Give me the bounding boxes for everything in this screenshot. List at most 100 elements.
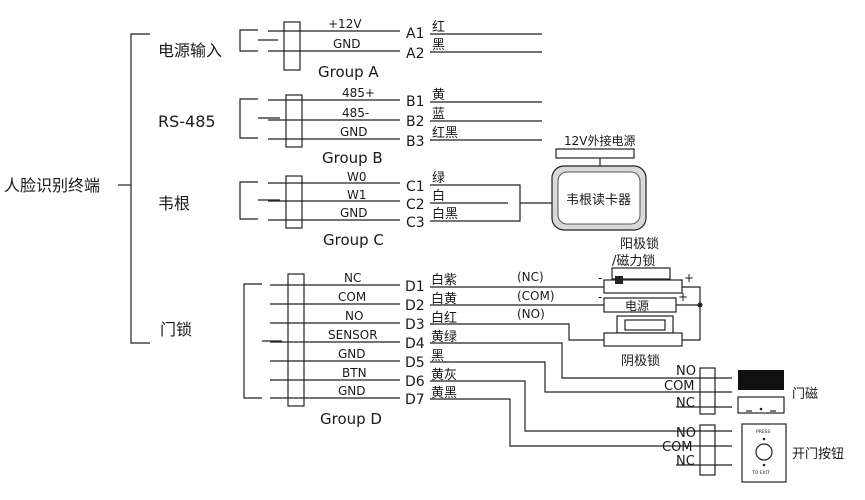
- svg-text:-: -: [598, 290, 602, 304]
- lock-return-bus: [682, 286, 701, 341]
- door-magnet-label: 门磁: [792, 387, 818, 402]
- contact-com: (COM): [517, 289, 555, 303]
- group-c-title: Group C: [323, 231, 384, 249]
- svg-text:-: -: [598, 271, 602, 285]
- signal-d7: GND: [338, 384, 366, 398]
- category-wiegand: 韦根: [158, 194, 190, 213]
- anode-lock: 阳极锁 /磁力锁 - +: [598, 236, 694, 294]
- pin-c3: C3: [406, 215, 425, 231]
- group-d-title: Group D: [320, 410, 382, 428]
- pin-b3: B3: [406, 134, 425, 150]
- exit-button-label: 开门按钮: [792, 447, 844, 462]
- svg-text:+: +: [678, 290, 688, 304]
- group-a-connector: [283, 21, 301, 71]
- signal-b2: 485-: [342, 106, 369, 120]
- color-d7: 黄黑: [431, 386, 457, 401]
- svg-text:NC: NC: [676, 454, 695, 469]
- svg-text:TO EXIT: TO EXIT: [751, 470, 770, 476]
- main-bracket: [130, 33, 150, 344]
- color-d1: 白紫: [431, 272, 457, 288]
- lead-d5: [430, 361, 700, 393]
- exit-button-plate: [741, 423, 787, 483]
- svg-text:+: +: [684, 271, 694, 285]
- pin-b1: B1: [406, 94, 425, 110]
- signal-d2: COM: [338, 290, 366, 304]
- cathode-lock: 阴极锁: [603, 315, 683, 369]
- signal-c1: W0: [347, 170, 367, 184]
- color-a2: 黑: [432, 38, 445, 53]
- group-a-bracket: [239, 29, 258, 52]
- color-b1: 黄: [432, 88, 445, 103]
- group-c-connector: [285, 175, 303, 229]
- terminal-label: 人脸识别终端: [4, 176, 100, 195]
- door-magnet: 门磁: [737, 370, 818, 414]
- door-contact-terminal: NO COM NC: [664, 364, 732, 415]
- signal-b1: 485+: [342, 86, 375, 100]
- power-source-body: [603, 297, 677, 313]
- group-b-bracket: [239, 98, 258, 139]
- pin-d4: D4: [405, 336, 425, 352]
- lead-d4: [430, 342, 700, 379]
- signal-d6: BTN: [342, 366, 367, 380]
- color-c2: 白: [432, 188, 445, 204]
- pin-d2: D2: [405, 298, 425, 314]
- anode-lock-sublabel: /磁力锁: [612, 253, 655, 269]
- power-source-label: 电源: [625, 299, 649, 313]
- color-b3: 红黑: [432, 125, 458, 141]
- lead-d7: [430, 398, 700, 447]
- svg-text:NO: NO: [676, 426, 696, 441]
- external-power-label: 12V外接电源: [564, 133, 635, 148]
- door-magnet-bottom: [737, 396, 785, 414]
- color-c1: 绿: [432, 171, 445, 186]
- svg-text:PRESS: PRESS: [756, 429, 771, 435]
- color-c3: 白黑: [432, 206, 458, 222]
- svg-text:NO: NO: [676, 364, 696, 379]
- external-power-bar: [555, 148, 635, 159]
- color-a1: 红: [432, 19, 445, 35]
- pin-d7: D7: [405, 392, 425, 408]
- group-a-title: Group A: [318, 63, 379, 81]
- exit-button-circle: [755, 443, 773, 461]
- svg-text:COM: COM: [662, 440, 693, 455]
- group-d-connector: [287, 273, 305, 407]
- signal-c2: W1: [347, 188, 367, 202]
- wiegand-reader: 12V外接电源 韦根读卡器: [551, 133, 647, 231]
- pin-c2: C2: [406, 197, 425, 213]
- pin-c1: C1: [406, 179, 425, 195]
- svg-text:COM: COM: [664, 379, 695, 394]
- pin-d1: D1: [405, 279, 425, 295]
- signal-c3: GND: [340, 206, 368, 220]
- contact-nc: (NC): [517, 270, 544, 284]
- signal-b3: GND: [340, 125, 368, 139]
- pin-a1: A1: [406, 26, 424, 42]
- exit-button: PRESS TO EXIT 开门按钮: [741, 423, 844, 483]
- color-d5: 黑: [431, 349, 444, 364]
- group-d: NC COM NO SENSOR GND BTN GND D1 D2 D3 D4…: [243, 270, 703, 447]
- cathode-lock-label: 阴极锁: [621, 353, 660, 369]
- signal-a1: +12V: [328, 17, 362, 31]
- group-b-title: Group B: [322, 149, 383, 167]
- signal-d1: NC: [344, 271, 361, 285]
- door-magnet-top: [738, 370, 784, 390]
- exit-button-terminal: NO COM NC: [662, 424, 732, 476]
- color-d6: 黄灰: [431, 368, 457, 383]
- pin-a2: A2: [406, 46, 424, 62]
- color-b2: 蓝: [432, 107, 445, 122]
- color-d2: 白黄: [431, 291, 457, 307]
- signal-d4: SENSOR: [328, 328, 378, 342]
- signal-a2: GND: [333, 37, 361, 51]
- anode-lock-body: [603, 279, 683, 294]
- color-d3: 白红: [431, 310, 457, 326]
- power-source: 电源 - +: [598, 290, 688, 313]
- anode-lock-label: 阳极锁: [620, 236, 659, 252]
- group-b: 485+ 485- GND B1 B2 B3 黄 蓝 红黑 Group B: [239, 86, 542, 167]
- group-d-bracket: [243, 283, 262, 399]
- lead-d6: [430, 380, 700, 432]
- color-d4: 黄绿: [431, 330, 457, 345]
- wiegand-bracket: [508, 184, 521, 222]
- cathode-lock-body: [603, 332, 683, 347]
- group-c: W0 W1 GND C1 C2 C3 绿 白 白黑 Group C: [239, 170, 552, 249]
- signal-d3: NO: [345, 309, 363, 323]
- pin-d6: D6: [405, 374, 425, 390]
